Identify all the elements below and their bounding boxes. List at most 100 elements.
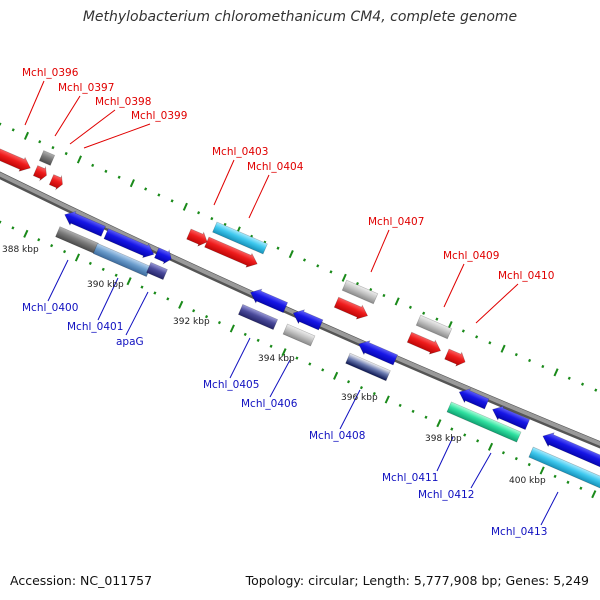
- tick-mark: [316, 264, 320, 268]
- tick-mark: [63, 249, 67, 254]
- tick-mark: [170, 199, 174, 203]
- gene-arrow-mchl-0409: [406, 331, 442, 355]
- leader-line: [470, 452, 492, 489]
- gene-label-mchl-0413: Mchl_0413: [491, 526, 547, 538]
- gene-label-mchl-0400: Mchl_0400: [22, 302, 78, 314]
- gene-box-apag: [146, 261, 168, 281]
- accession-text: Accession: NC_011757: [10, 573, 153, 588]
- gene-label-mchl-0405: Mchl_0405: [203, 379, 259, 391]
- leader-line: [229, 337, 251, 379]
- tick-mark: [355, 282, 359, 286]
- tick-mark: [514, 352, 518, 357]
- tick-mark: [269, 344, 273, 348]
- gene-label-mchl-0404: Mchl_0404: [247, 161, 304, 173]
- tick-mark: [192, 309, 196, 313]
- tick-mark: [447, 321, 453, 330]
- tick-mark: [256, 338, 260, 342]
- tick-mark: [23, 229, 29, 238]
- tick-mark: [166, 297, 170, 301]
- gene-label-mchl-0407: Mchl_0407: [368, 216, 424, 228]
- gene-label-mchl-0398: Mchl_0398: [95, 96, 151, 108]
- gene-arrow-mchl-0413: [542, 432, 600, 470]
- gene-arrow-mchl-0401: [103, 228, 155, 259]
- gene-label-mchl-0397: Mchl_0397: [58, 82, 114, 94]
- leader-line: [54, 95, 81, 137]
- tick-mark: [500, 344, 506, 353]
- gene-arrow-mchl-0404: [204, 236, 258, 268]
- tick-mark: [276, 246, 280, 250]
- tick-mark: [553, 474, 557, 479]
- tick-mark: [217, 320, 221, 325]
- gene-arrow-mchl-0411: [458, 388, 490, 410]
- tick-mark: [488, 341, 492, 345]
- gene-arrow-apag: [154, 247, 172, 265]
- tick-mark: [539, 466, 545, 475]
- tick-mark: [541, 364, 545, 369]
- gene-label-mchl-0409: Mchl_0409: [443, 250, 499, 262]
- tick-mark: [527, 462, 531, 467]
- tick-mark: [101, 267, 105, 271]
- kbp-label-392: 392 kbp: [173, 317, 210, 327]
- gene-label-mchl-0403: Mchl_0403: [212, 146, 268, 158]
- tick-mark: [308, 362, 312, 366]
- tick-mark: [288, 250, 294, 259]
- kbp-label-400: 400 kbp: [509, 476, 546, 486]
- tick-mark: [341, 273, 347, 282]
- gene-box-mchl-0401: [92, 243, 152, 277]
- gene-box-mchl-0404: [212, 221, 268, 255]
- tick-mark: [204, 315, 209, 319]
- tick-mark: [178, 300, 184, 309]
- tick-mark: [243, 332, 247, 337]
- gene-arrow-mchl-0407: [333, 296, 369, 320]
- gene-label-mchl-0411: Mchl_0411: [382, 472, 438, 484]
- gene-label-mchl-0399: Mchl_0399: [131, 110, 187, 122]
- gene-arrow-mchl-0408: [358, 340, 398, 366]
- tick-mark: [435, 317, 439, 321]
- leader-line: [370, 229, 390, 273]
- leader-line: [475, 283, 519, 324]
- tick-mark: [38, 140, 42, 144]
- leader-line: [540, 491, 559, 526]
- tick-mark: [579, 486, 583, 490]
- gene-features: [0, 146, 600, 492]
- tick-mark: [37, 238, 41, 242]
- gene-arrow-mchl-0412: [492, 405, 531, 430]
- tick-mark: [11, 128, 15, 132]
- gene-label-mchl-0396: Mchl_0396: [22, 67, 79, 79]
- leader-line: [47, 259, 69, 302]
- leader-line: [83, 123, 151, 149]
- tick-mark: [463, 433, 467, 437]
- tick-mark: [528, 358, 532, 363]
- tick-mark: [0, 220, 2, 224]
- tick-mark: [182, 202, 188, 211]
- gene-box-mchl-0407: [341, 279, 379, 305]
- topology-text: Topology: circular; Length: 5,777,908 bp…: [245, 573, 589, 588]
- tick-mark: [436, 419, 442, 428]
- gene-box-mchl-0413: [528, 446, 600, 492]
- tick-mark: [140, 285, 144, 289]
- kbp-label-394: 394 kbp: [258, 354, 295, 364]
- kbp-label-396: 396 kbp: [341, 393, 378, 403]
- gene-box-mchl-0408: [345, 352, 391, 382]
- tick-mark: [411, 409, 415, 413]
- leader-line: [213, 159, 235, 206]
- tick-mark: [76, 155, 82, 164]
- tick-mark: [114, 273, 118, 277]
- tick-mark: [0, 122, 2, 126]
- tick-mark: [487, 442, 494, 451]
- leader-line: [436, 436, 454, 472]
- gene-box-mchl-0406: [282, 323, 316, 347]
- gene-arrow-mchl-0398: [32, 165, 47, 182]
- tick-mark: [475, 335, 479, 339]
- tick-mark: [51, 146, 55, 150]
- tick-mark: [74, 253, 81, 262]
- tick-mark: [153, 291, 157, 295]
- gene-label-mchl-0412: Mchl_0412: [418, 489, 474, 501]
- leader-line: [125, 291, 149, 336]
- gene-label-apag: apaG: [116, 336, 144, 348]
- gene-label-mchl-0406: Mchl_0406: [241, 398, 298, 410]
- tick-mark: [321, 368, 325, 372]
- leader-line: [269, 359, 291, 398]
- kbp-label-388: 388 kbp: [2, 245, 39, 255]
- genome-backbone-highlight: [0, 172, 600, 446]
